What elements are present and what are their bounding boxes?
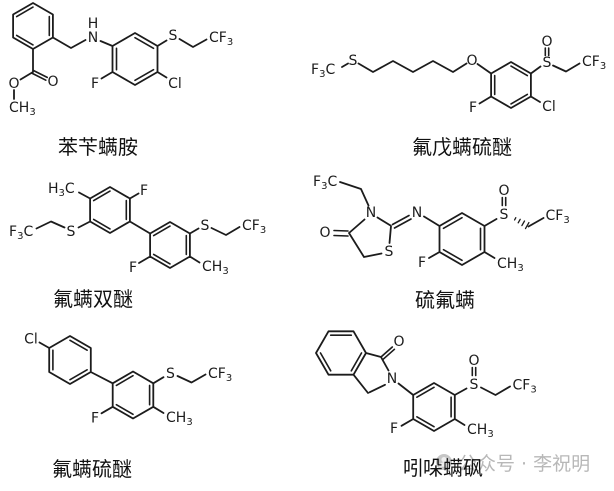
atom-label-sulfur: S: [500, 207, 509, 223]
atom-label-methyl: CH3: [467, 422, 494, 440]
atom-label-oxygen: O: [541, 34, 552, 50]
double-bond-lines: [52, 339, 151, 416]
atom-label-fluorine: F: [418, 255, 426, 271]
compound-1-structure: O O CH3 H N F Cl S CF3: [8, 2, 233, 118]
atom-label-methyl: CH3: [202, 259, 229, 277]
atom-label-chlorine: Cl: [168, 76, 182, 92]
atom-labels: H3C F S F3C S CF3 F CH3: [9, 181, 266, 277]
atom-label-nitrogen: N: [387, 371, 397, 387]
stereo-hash-bond: [513, 217, 530, 230]
bond-skeleton: [341, 60, 581, 109]
atom-label-methyl: CH3: [497, 256, 524, 274]
atom-label-fluorine: F: [390, 421, 398, 437]
atom-label-trifluoromethyl: CF3: [546, 208, 570, 226]
compound-name-4: 硫氟螨: [415, 288, 475, 312]
atom-label-sulfur: S: [543, 55, 552, 71]
bond-skeleton: [38, 335, 207, 420]
atom-label-sulfur: S: [166, 366, 175, 382]
atom-label-nitrogen: N: [366, 205, 376, 221]
atom-label-nitrogen: N: [412, 205, 422, 221]
atom-label-oxygen: O: [47, 74, 58, 90]
atom-label-oxygen: O: [319, 225, 330, 241]
atom-label-sulfur: S: [169, 28, 178, 44]
atom-label-fluorine: F: [129, 260, 137, 276]
atom-label-oxygen: O: [393, 334, 404, 350]
atom-label-sulfur: S: [470, 377, 479, 393]
atom-label-oxygen: O: [468, 353, 479, 369]
avatar-body-icon: [439, 462, 449, 467]
bond-skeleton: [12, 2, 208, 100]
atom-label-trifluoromethyl: CF3: [208, 366, 232, 384]
atom-label-methyl: CH3: [166, 410, 193, 428]
atom-label-fluorine: F: [140, 183, 148, 199]
compound-5-structure: Cl F S CF3 CH3: [24, 332, 232, 429]
atom-label-f3c: F3C: [311, 62, 335, 80]
atom-label-oxygen: O: [498, 183, 509, 199]
double-bond-lines: [493, 47, 550, 105]
atom-label-sulfur: S: [67, 224, 76, 240]
atom-label-trifluoromethyl: CF3: [209, 30, 233, 48]
atom-label-trifluoromethyl: CF3: [582, 54, 606, 72]
bond-skeleton: [35, 186, 241, 269]
avatar-head-icon: [441, 457, 447, 463]
atom-label-fluorine: F: [91, 411, 99, 427]
compound-name-5: 氟螨硫醚: [52, 457, 132, 481]
double-bond-lines: [15, 6, 155, 82]
atom-label-methoxy: CH3: [9, 100, 36, 118]
atom-label-nitrogen: N: [88, 30, 98, 46]
atom-label-chlorine: Cl: [24, 332, 38, 348]
compound-4-structure: F3C N O S N F CH3 O S CF3: [313, 174, 570, 274]
atom-label-chlorine: Cl: [542, 99, 556, 115]
atom-label-fluorine: F: [469, 100, 477, 116]
compound-name-1: 苯苄螨胺: [58, 135, 138, 159]
atom-label-trifluoromethyl: CF3: [513, 378, 537, 396]
atom-label-sulfur: S: [349, 53, 358, 69]
atom-label-oxygen: O: [466, 53, 477, 69]
atom-label-trifluoromethyl: CF3: [242, 218, 266, 236]
double-bond-lines: [319, 334, 477, 428]
double-bond-lines: [92, 190, 188, 265]
atom-label-oxygen: O: [8, 76, 19, 92]
compound-name-2: 氟戊螨硫醚: [412, 135, 512, 159]
bond-skeleton: [315, 330, 511, 432]
atom-label-h3c: H3C: [48, 181, 75, 199]
atom-labels: Cl F S CF3 CH3: [24, 332, 232, 429]
atom-label-fluorine: F: [91, 76, 99, 92]
double-bond-lines: [333, 196, 507, 262]
compound-name-labels: 苯苄螨胺 氟戊螨硫醚 氟螨双醚 硫氟螨 氟螨硫醚 吲哚螨砜: [52, 135, 512, 481]
watermark: 公众号 · 李祝明: [436, 453, 590, 475]
atom-labels: F3C S O F Cl O S CF3: [311, 34, 606, 116]
atom-label-sulfur: S: [201, 218, 210, 234]
compound-2-structure: F3C S O F Cl O S CF3: [311, 34, 606, 116]
compound-name-6: 吲哚螨砜: [403, 456, 483, 480]
atom-labels: F3C N O S N F CH3 O S CF3: [313, 174, 570, 274]
atom-label-f3c: F3C: [313, 174, 337, 192]
bond-skeleton: [339, 181, 545, 266]
compound-name-3: 氟螨双醚: [53, 287, 133, 311]
atom-labels: O N F CH3 O S CF3: [387, 334, 537, 440]
atom-labels: O O CH3 H N F Cl S CF3: [8, 16, 233, 118]
atom-label-sulfur: S: [385, 244, 394, 260]
compound-6-structure: O N F CH3 O S CF3: [315, 330, 537, 440]
atom-label-f3c: F3C: [9, 224, 33, 242]
atom-label-hydrogen: H: [88, 16, 99, 32]
compound-3-structure: H3C F S F3C S CF3 F CH3: [9, 181, 266, 277]
watermark-text: 公众号 · 李祝明: [458, 453, 590, 475]
